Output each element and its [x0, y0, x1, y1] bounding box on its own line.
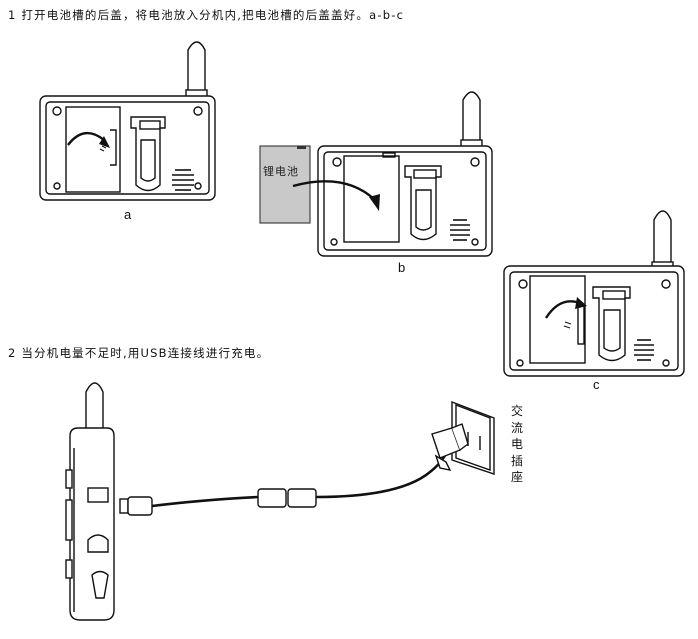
ac-socket-label: 交 流 电 插 座	[509, 403, 525, 486]
socket-label-char: 交	[510, 404, 523, 418]
cable-ferrite-icon	[257, 488, 317, 508]
screw-icon	[52, 106, 62, 116]
screw-icon	[193, 106, 203, 116]
device-a-illustration	[39, 41, 216, 201]
usb-plug-icon	[119, 496, 153, 516]
device-b-illustration	[317, 91, 493, 257]
socket-label-char: 流	[510, 420, 523, 435]
insert-arrow-icon	[292, 180, 380, 211]
socket-label-char: 插	[510, 453, 523, 468]
figure-label-a: a	[124, 207, 132, 222]
figure-label-b: b	[398, 260, 406, 275]
power-adapter-icon	[431, 423, 469, 471]
socket-label-char: 电	[510, 437, 523, 451]
figure-label-c: c	[593, 377, 600, 392]
step1-instruction: 1 打开电池槽的后盖，将电池放入分机内,把电池槽的后盖盖好。a-b-c	[8, 8, 405, 22]
usb-cable	[151, 495, 259, 508]
step2-instruction: 2 当分机电量不足时,用USB连接线进行充电。	[8, 346, 270, 360]
device-c-illustration	[503, 210, 685, 377]
socket-label-char: 座	[510, 470, 523, 484]
wall-socket-icon	[451, 400, 495, 475]
battery-label: 锂电池	[263, 165, 299, 178]
handset-side-illustration	[65, 382, 115, 621]
